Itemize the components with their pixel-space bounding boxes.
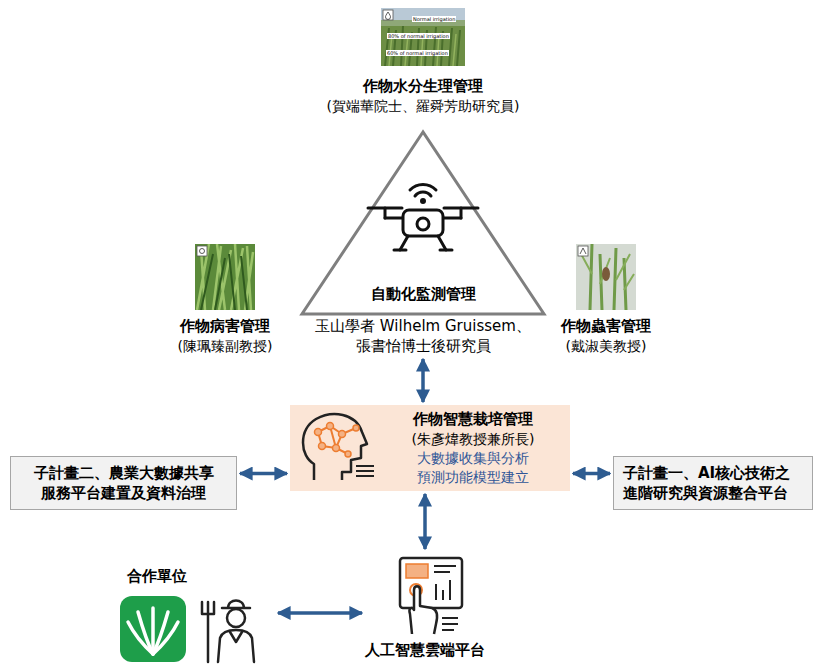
double-arrow [573,472,610,476]
double-arrow [278,611,362,615]
cloud-platform-icon [380,554,470,636]
subproject-box: 子計畫二、農業大數據共享服務平台建置及資料治理 [10,456,237,510]
node-title: 作物水分生理管理 [312,76,534,96]
cloud-platform-node: 人工智慧雲端平台 [365,552,485,660]
subproject-box: 子計畫一、AI核心技術之進階研究與資源整合平台 [613,456,813,510]
node-text: 預測功能模型建立 [382,468,564,487]
insect-photo [576,244,636,314]
node-text: (戴淑美教授) [548,336,664,356]
node-title: 作物蟲害管理 [548,316,664,336]
farmer-icon [200,592,272,664]
photo-label: 60% of normal irrigation [386,50,449,56]
disease-management-node: 作物病害管理(陳珮臻副教授) [165,240,285,356]
node-title: 自動化監測管理 [298,284,548,304]
disease-photo [195,244,255,310]
insect-photo [576,244,636,310]
partner-logo [120,596,186,662]
ai-head-icon [296,410,376,482]
partner-node: 合作單位 [105,566,275,666]
node-text: 大數據收集與分析 [382,449,564,468]
photo-label: 80% of normal irrigation [387,33,450,39]
farmer-icon [200,592,272,668]
node-text: (陳珮臻副教授) [165,336,285,356]
cloud-platform-icon [380,554,470,640]
photo-label: Normal irrigation [412,16,456,22]
double-arrow [421,359,425,402]
node-text: (賀端華院士、羅舜芳助研究員) [312,96,534,116]
double-arrow [423,494,427,549]
insect-management-node: 作物蟲害管理(戴淑美教授) [548,240,664,356]
node-title: 子計畫二、農業大數據共享服務平台建置及資料治理 [31,463,216,503]
node-title: 合作單位 [127,566,275,586]
monitoring-triangle: 自動化監測管理玉山學者 Wilhelm Gruissem、 張書怡博士後研究員 [298,128,548,356]
node-title: 作物智慧栽培管理 [382,409,564,429]
disease-photo [195,244,255,314]
node-title: 人工智慧雲端平台 [365,640,485,660]
double-arrow [240,472,287,476]
node-title: 作物病害管理 [165,316,285,336]
node-text: (朱彥煒教授兼所長) [382,429,564,449]
ai-head-icon [296,410,376,486]
partner-logo [120,596,186,666]
central-box: 作物智慧栽培管理(朱彥煒教授兼所長)大數據收集與分析預測功能模型建立 [290,405,570,491]
node-title: 子計畫一、AI核心技術之進階研究與資源整合平台 [623,463,803,503]
node-text: 玉山學者 Wilhelm Gruissem、 張書怡博士後研究員 [307,316,539,356]
